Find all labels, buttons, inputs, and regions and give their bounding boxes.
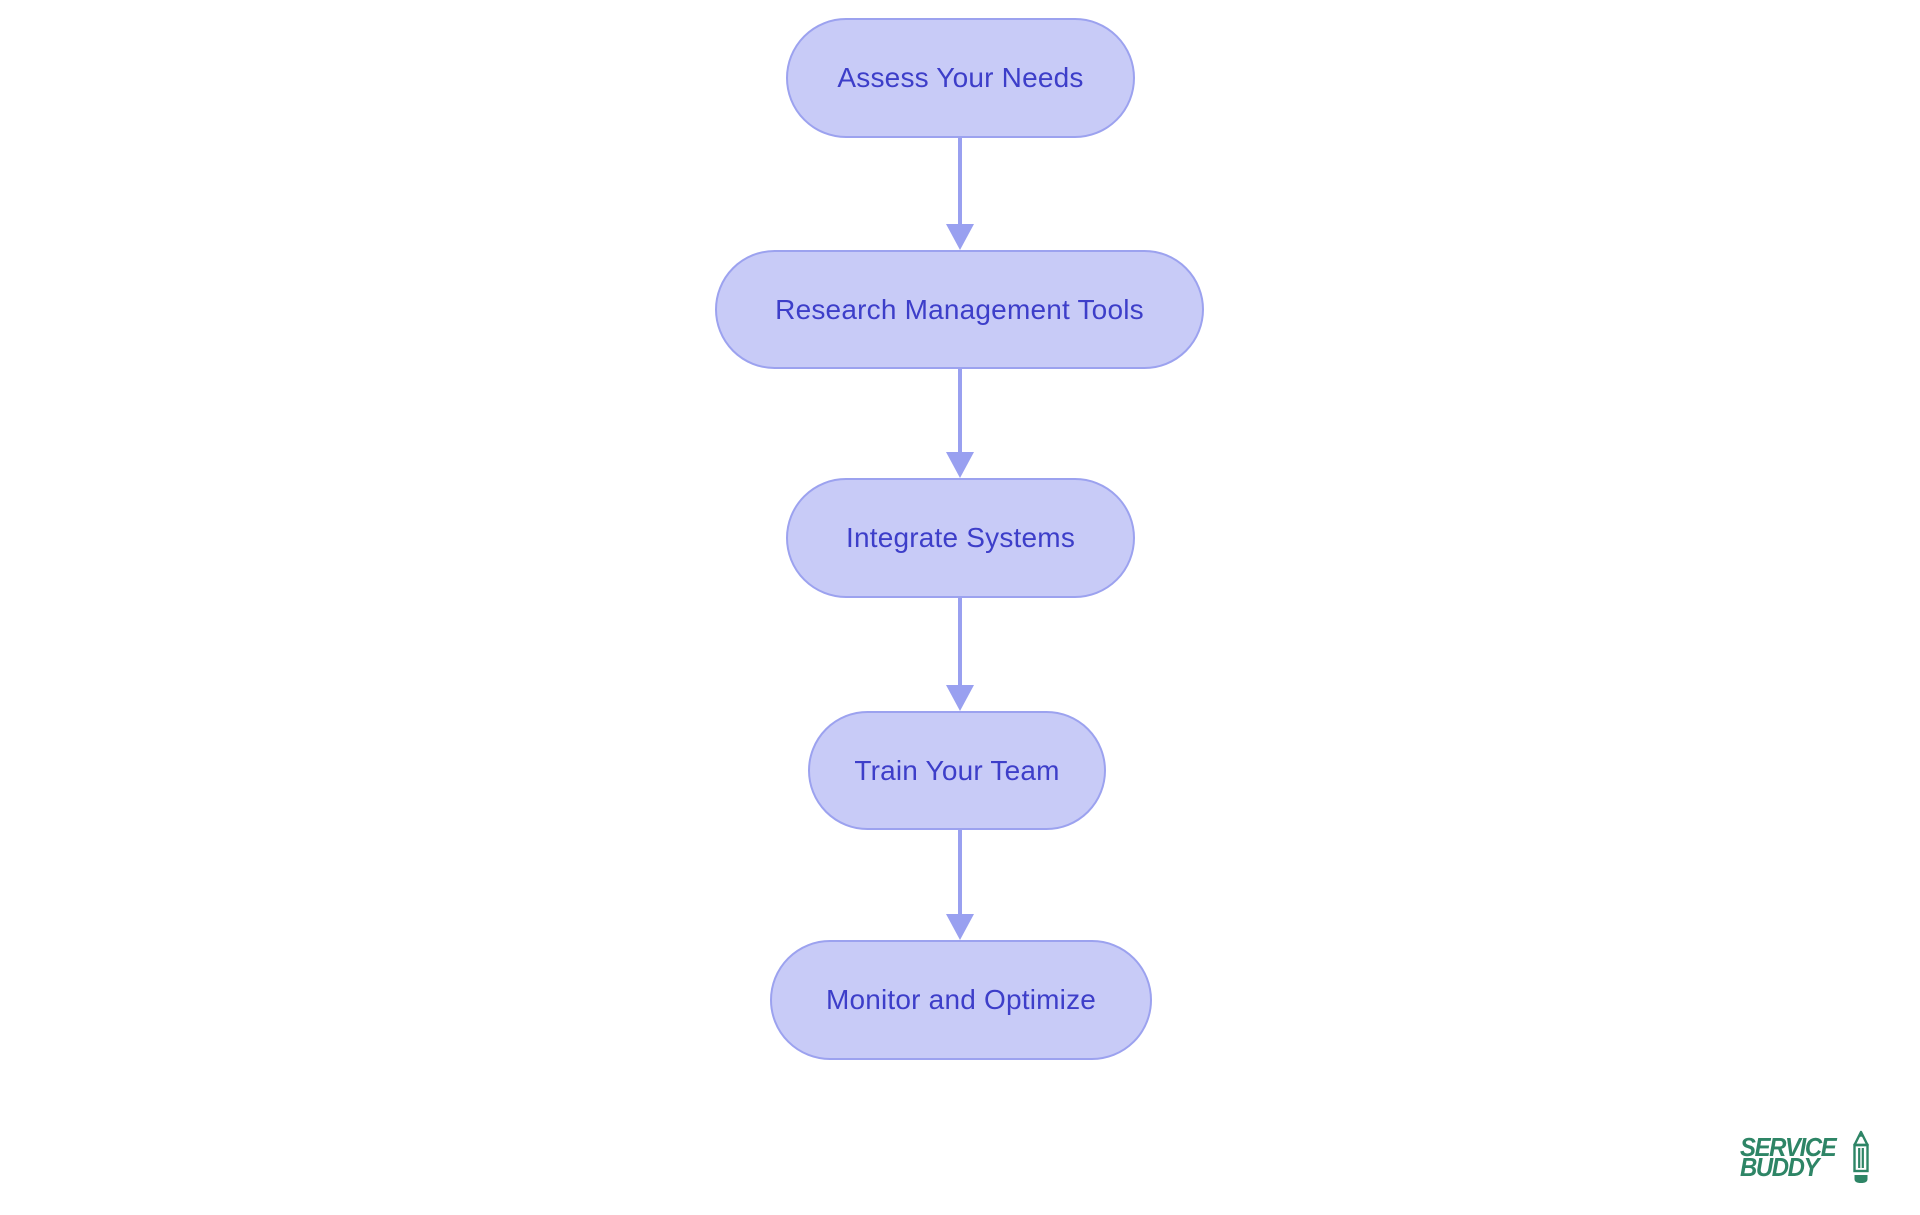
arrow-assess-your-needs-to-research-management-tools — [945, 138, 975, 250]
flow-node-label: Train Your Team — [854, 754, 1060, 786]
arrow-head — [946, 452, 974, 478]
arrow-shaft — [958, 830, 962, 918]
flow-node-research-management-tools: Research Management Tools — [715, 250, 1204, 369]
arrow-train-your-team-to-monitor-and-optimize — [945, 830, 975, 940]
arrow-shaft — [958, 138, 962, 228]
logo-line2: BUDDY — [1740, 1152, 1820, 1182]
arrow-integrate-systems-to-train-your-team — [945, 598, 975, 711]
flow-node-label: Monitor and Optimize — [825, 984, 1097, 1015]
flow-node-label: Integrate Systems — [845, 522, 1076, 553]
flow-node-monitor-and-optimize: Monitor and Optimize — [770, 940, 1152, 1060]
flow-node-label: Research Management Tools — [775, 293, 1144, 325]
arrow-head — [946, 685, 974, 711]
flow-node-train-your-team: Train Your Team — [808, 711, 1106, 830]
pencil-icon — [1852, 1130, 1869, 1183]
arrow-head — [946, 914, 974, 940]
arrow-shaft — [958, 598, 962, 689]
arrow-shaft — [958, 369, 962, 456]
flow-node-integrate-systems: Integrate Systems — [786, 478, 1135, 598]
arrow-research-management-tools-to-integrate-systems — [945, 369, 975, 478]
flow-node-label: Assess Your Needs — [837, 62, 1084, 93]
flow-node-assess-your-needs: Assess Your Needs — [786, 18, 1135, 138]
logo-wordmark: SERVICE BUDDY — [1740, 1132, 1837, 1182]
arrow-head — [946, 224, 974, 250]
logo-line1: SERVICE — [1740, 1132, 1837, 1162]
service-buddy-logo: SERVICE BUDDY — [1740, 1130, 1871, 1184]
